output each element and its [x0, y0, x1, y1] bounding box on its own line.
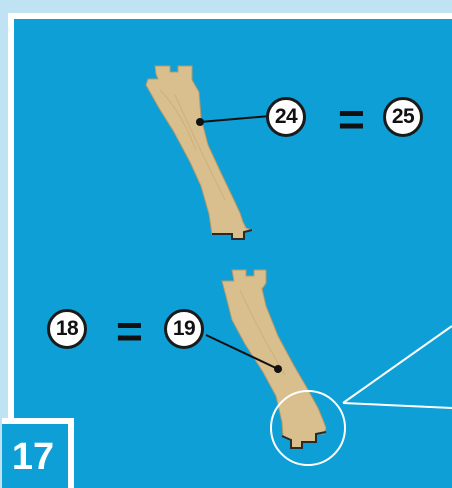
callout-label: 24: [275, 105, 297, 129]
callout-part-25: 25: [383, 97, 423, 137]
panel-background: [14, 19, 452, 488]
callout-part-24: 24: [266, 97, 306, 137]
equals-sign: =: [116, 308, 143, 354]
callout-part-19: 19: [164, 309, 204, 349]
leader-dot-24: [196, 118, 204, 126]
leader-dot-19: [274, 365, 282, 373]
step-number: 17: [12, 438, 54, 476]
equals-sign: =: [338, 96, 365, 142]
step-badge: 17: [2, 418, 74, 488]
callout-part-18: 18: [47, 309, 87, 349]
callout-label: 18: [56, 317, 78, 341]
callout-label: 19: [173, 317, 195, 341]
callout-label: 25: [392, 105, 414, 129]
